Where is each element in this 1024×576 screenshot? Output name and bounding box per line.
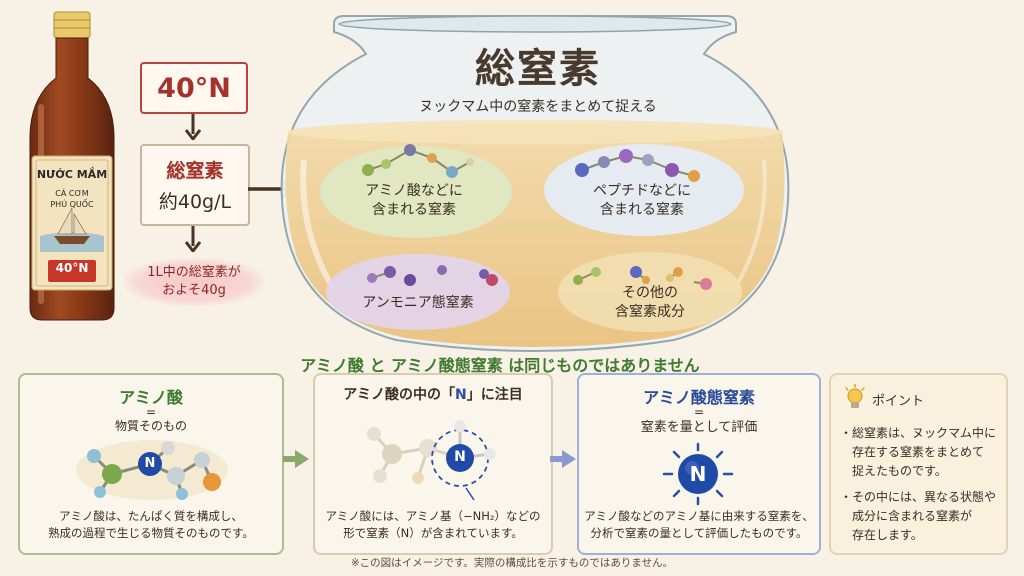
note-line2: およそ40g — [162, 283, 226, 298]
bottle-badge: 40°N — [55, 261, 89, 275]
fish-sauce-bottle — [29, 11, 115, 321]
cloud-amino-acid: アミノ酸などに 含まれる窒素 — [346, 182, 482, 220]
panel1-desc-line2: 熟成の過程で生じる物質そのものです。 — [48, 526, 254, 540]
panel4-title: ポイント — [872, 394, 925, 409]
point1-line3: 捉えたものです。 — [852, 464, 947, 478]
panel2-desc-line1: アミノ酸には、アミノ基（−NH₂）などの — [325, 509, 541, 523]
lightbulb-icon — [845, 384, 865, 408]
arrow-right-icon — [283, 450, 309, 468]
nitrogen-atom-burst — [662, 442, 734, 506]
cloud-other-line1: その他の — [622, 285, 678, 301]
panel3-desc-line2: 分析で窒素の量として評価したものです。 — [590, 526, 808, 540]
point1-line1: 総窒素は、ヌックマム中に — [852, 426, 997, 440]
panel2-title-n: N — [455, 387, 467, 403]
panel1-sub: 物質そのもの — [114, 419, 187, 433]
point-item-2: ・その中には、異なる状態や 成分に含まれる窒素が 存在します。 — [840, 488, 1000, 545]
panel3-desc: アミノ酸などのアミノ基に由来する窒素を、 分析で窒素の量として評価したものです。 — [579, 508, 819, 542]
comparison-banner: アミノ酸 と アミノ酸態窒素 は同じものではありません — [300, 356, 700, 375]
jar-title: 総窒素 — [475, 46, 601, 92]
cloud-other: その他の 含窒素成分 — [582, 284, 718, 322]
point1-line2: 存在する窒素をまとめて — [852, 445, 985, 459]
panel2-title-post: 」に注目 — [466, 387, 523, 403]
glass-jar — [280, 15, 790, 352]
panel3-title: アミノ酸態窒素 — [643, 388, 755, 407]
concentration-box: 40°N — [140, 62, 248, 114]
panel2-title: アミノ酸の中の「N」に注目 — [313, 384, 553, 404]
total-nitrogen-box: 総窒素 約40g/L — [140, 144, 250, 226]
bottle-brand: NƯỚC MẮM — [36, 168, 108, 181]
bottle-sub1: CÁ CƠM — [55, 189, 89, 198]
arrow-right-icon — [550, 450, 576, 468]
cloud-amino-line2: 含まれる窒素 — [372, 202, 456, 218]
panel2-atom-n: N — [454, 449, 466, 465]
total-nitrogen-value: 約40g/L — [158, 191, 232, 213]
total-nitrogen-label: 総窒素 — [166, 160, 224, 182]
panel2-desc-line2: 形で窒素（N）が含まれています。 — [343, 526, 523, 540]
nitrogen-focus-molecule — [367, 420, 496, 500]
cloud-peptide-line2: 含まれる窒素 — [600, 202, 684, 218]
bottle-sub2: PHÚ QUỐC — [50, 200, 94, 209]
panel2-desc: アミノ酸には、アミノ基（−NH₂）などの 形で窒素（N）が含まれています。 — [315, 508, 551, 542]
panel3-sub: 窒素を量として評価 — [640, 420, 758, 435]
panel3-desc-line1: アミノ酸などのアミノ基に由来する窒素を、 — [584, 509, 814, 523]
amino-acid-molecule — [76, 440, 228, 500]
panel3-eq: = — [693, 405, 705, 419]
cloud-other-line2: 含窒素成分 — [615, 304, 685, 320]
panel1-eq: = — [145, 405, 157, 419]
point2-line2: 成分に含まれる窒素が — [852, 509, 973, 523]
arrow-down-icon — [184, 226, 202, 252]
note-line1: 1L中の総窒素が — [147, 265, 241, 280]
panel1-desc: アミノ酸は、たんぱく質を構成し、 熟成の過程で生じる物質そのものです。 — [22, 508, 280, 542]
point2-line3: 存在します。 — [852, 528, 923, 542]
panel1-atom-n: N — [144, 456, 156, 471]
cloud-amino-line1: アミノ酸などに — [365, 183, 463, 199]
point-item-1: ・総窒素は、ヌックマム中に 存在する窒素をまとめて 捉えたものです。 — [840, 424, 1000, 481]
jar-subtitle: ヌックマム中の窒素をまとめて捉える — [419, 99, 657, 115]
footnote: ※この図はイメージです。実際の構成比を示すものではありません。 — [350, 557, 674, 569]
panel1-title: アミノ酸 — [119, 388, 183, 407]
arrow-down-icon — [184, 114, 202, 140]
panel3-atom-n: N — [689, 462, 707, 486]
point2-line1: その中には、異なる状態や — [852, 490, 997, 504]
panel2-title-pre: アミノ酸の中の「 — [343, 387, 455, 403]
per-liter-note: 1L中の総窒素が およそ40g — [124, 258, 264, 306]
cloud-peptide: ペプチドなどに 含まれる窒素 — [574, 182, 710, 220]
cloud-ammonia: アンモニア態窒素 — [362, 295, 474, 311]
cloud-peptide-line1: ペプチドなどに — [593, 183, 691, 199]
panel1-desc-line1: アミノ酸は、たんぱく質を構成し、 — [59, 509, 243, 523]
